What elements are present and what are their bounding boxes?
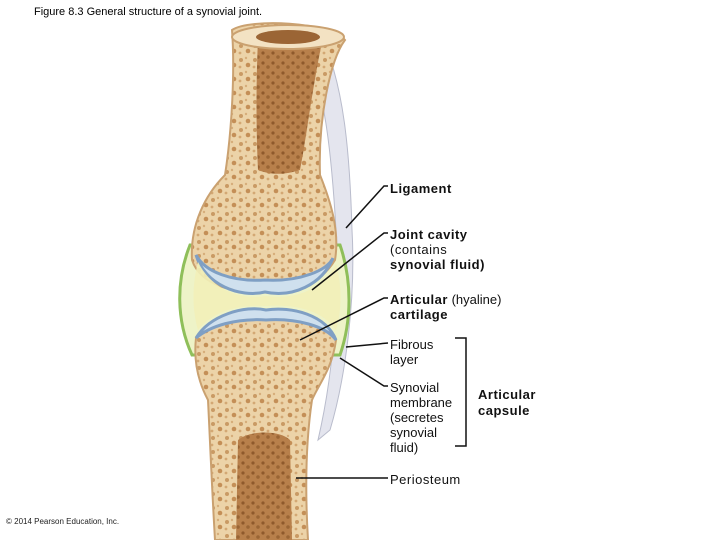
label-periosteum: Periosteum: [390, 472, 461, 487]
leader-articular-cartilage: [299, 297, 388, 341]
leader-fibrous-layer: [345, 342, 389, 348]
label-joint-cavity: Joint cavity (contains synovial fluid): [390, 227, 485, 272]
lower-articular-cartilage: [194, 307, 338, 341]
label-articular-cartilage: Articular (hyaline) cartilage: [390, 292, 502, 322]
label-fibrous-layer: Fibrous layer: [390, 337, 434, 367]
copyright: © 2014 Pearson Education, Inc.: [6, 517, 120, 526]
figure-title: Figure 8.3 General structure of a synovi…: [34, 6, 263, 18]
leader-ligament: [345, 185, 388, 229]
label-synovial-membrane: Synovial membrane (secretes synovial flu…: [390, 380, 453, 455]
lower-marrow-cavity: [236, 432, 292, 540]
joint-cavity-shape: [193, 262, 341, 330]
label-articular-capsule: Articular capsule: [478, 387, 536, 418]
upper-articular-cartilage: [194, 254, 335, 295]
leader-synovial-membrane: [339, 357, 388, 387]
leader-lines: [296, 185, 467, 479]
label-ligament: Ligament: [390, 181, 452, 196]
upper-marrow-cavity: [256, 34, 322, 174]
leader-joint-cavity: [311, 232, 388, 291]
articular-capsule-bracket: [455, 337, 467, 447]
